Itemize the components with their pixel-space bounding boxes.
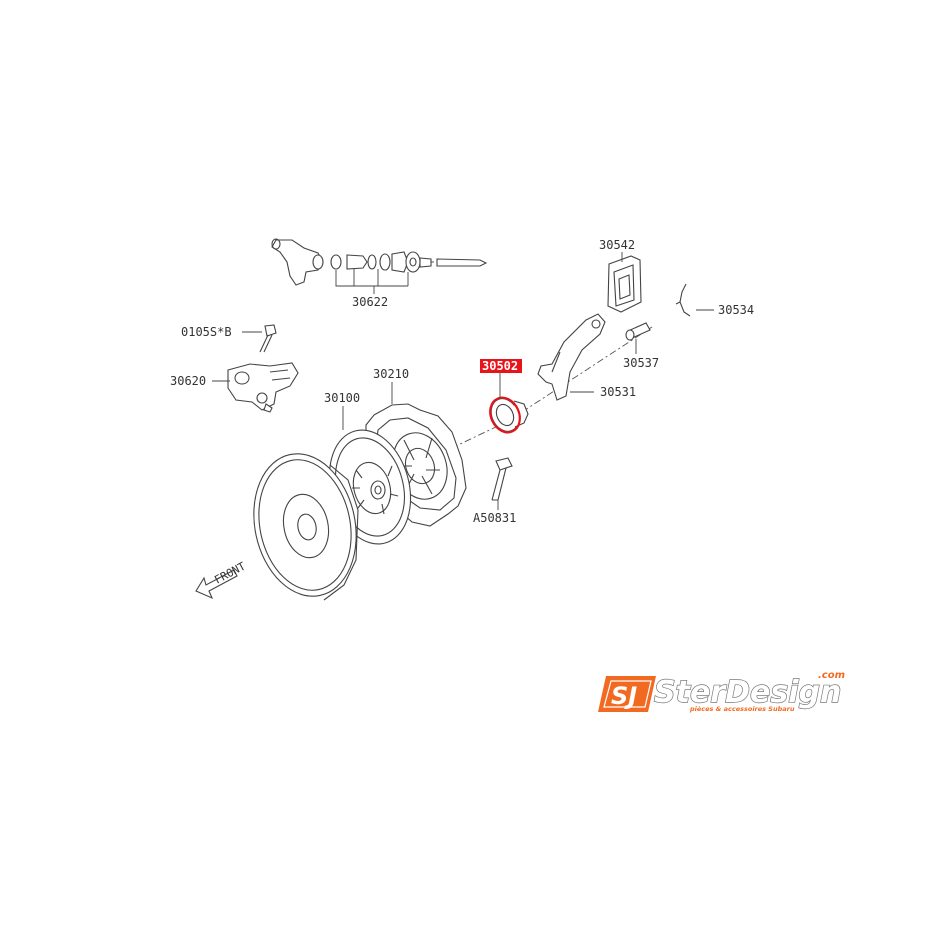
cover-bolt-drawing <box>491 457 513 501</box>
release-fork-drawing <box>537 313 606 401</box>
master-cylinder-drawing <box>271 238 488 286</box>
front-label: FRONT <box>212 559 248 586</box>
part-label-30542: 30542 <box>599 238 635 252</box>
fork-boot-drawing <box>607 255 642 313</box>
front-arrow-icon <box>195 569 238 600</box>
part-label-30534: 30534 <box>718 303 754 317</box>
part-label-30620: 30620 <box>170 374 206 388</box>
master-cylinder-leaders <box>335 269 409 294</box>
logo-dot-com: .com <box>818 670 845 681</box>
logo-tagline: pièces & accessoires Subaru <box>689 705 795 713</box>
part-label-0105S: 0105S*B <box>181 325 232 339</box>
part-label-30622: 30622 <box>352 295 388 309</box>
logo-word: SterDesign <box>654 675 841 710</box>
part-label-30537: 30537 <box>623 356 659 370</box>
svg-text:SJ: SJ <box>611 682 637 710</box>
part-label-A50831: A50831 <box>473 511 516 525</box>
bolt-drawing <box>259 324 277 353</box>
sterdesign-logo: SJ SterDesign .com pièces & accessoires … <box>598 670 845 713</box>
part-label-30210: 30210 <box>373 367 409 381</box>
part-label-30100: 30100 <box>324 391 360 405</box>
part-label-30502: 30502 <box>482 359 518 373</box>
flywheel-drawing <box>253 453 359 601</box>
highlight-badge <box>480 359 522 373</box>
part-label-30531: 30531 <box>600 385 636 399</box>
clip-drawing <box>675 283 691 317</box>
release-bearing-drawing <box>489 396 529 434</box>
pivot-drawing <box>625 322 651 341</box>
operating-cylinder-drawing <box>227 362 299 413</box>
